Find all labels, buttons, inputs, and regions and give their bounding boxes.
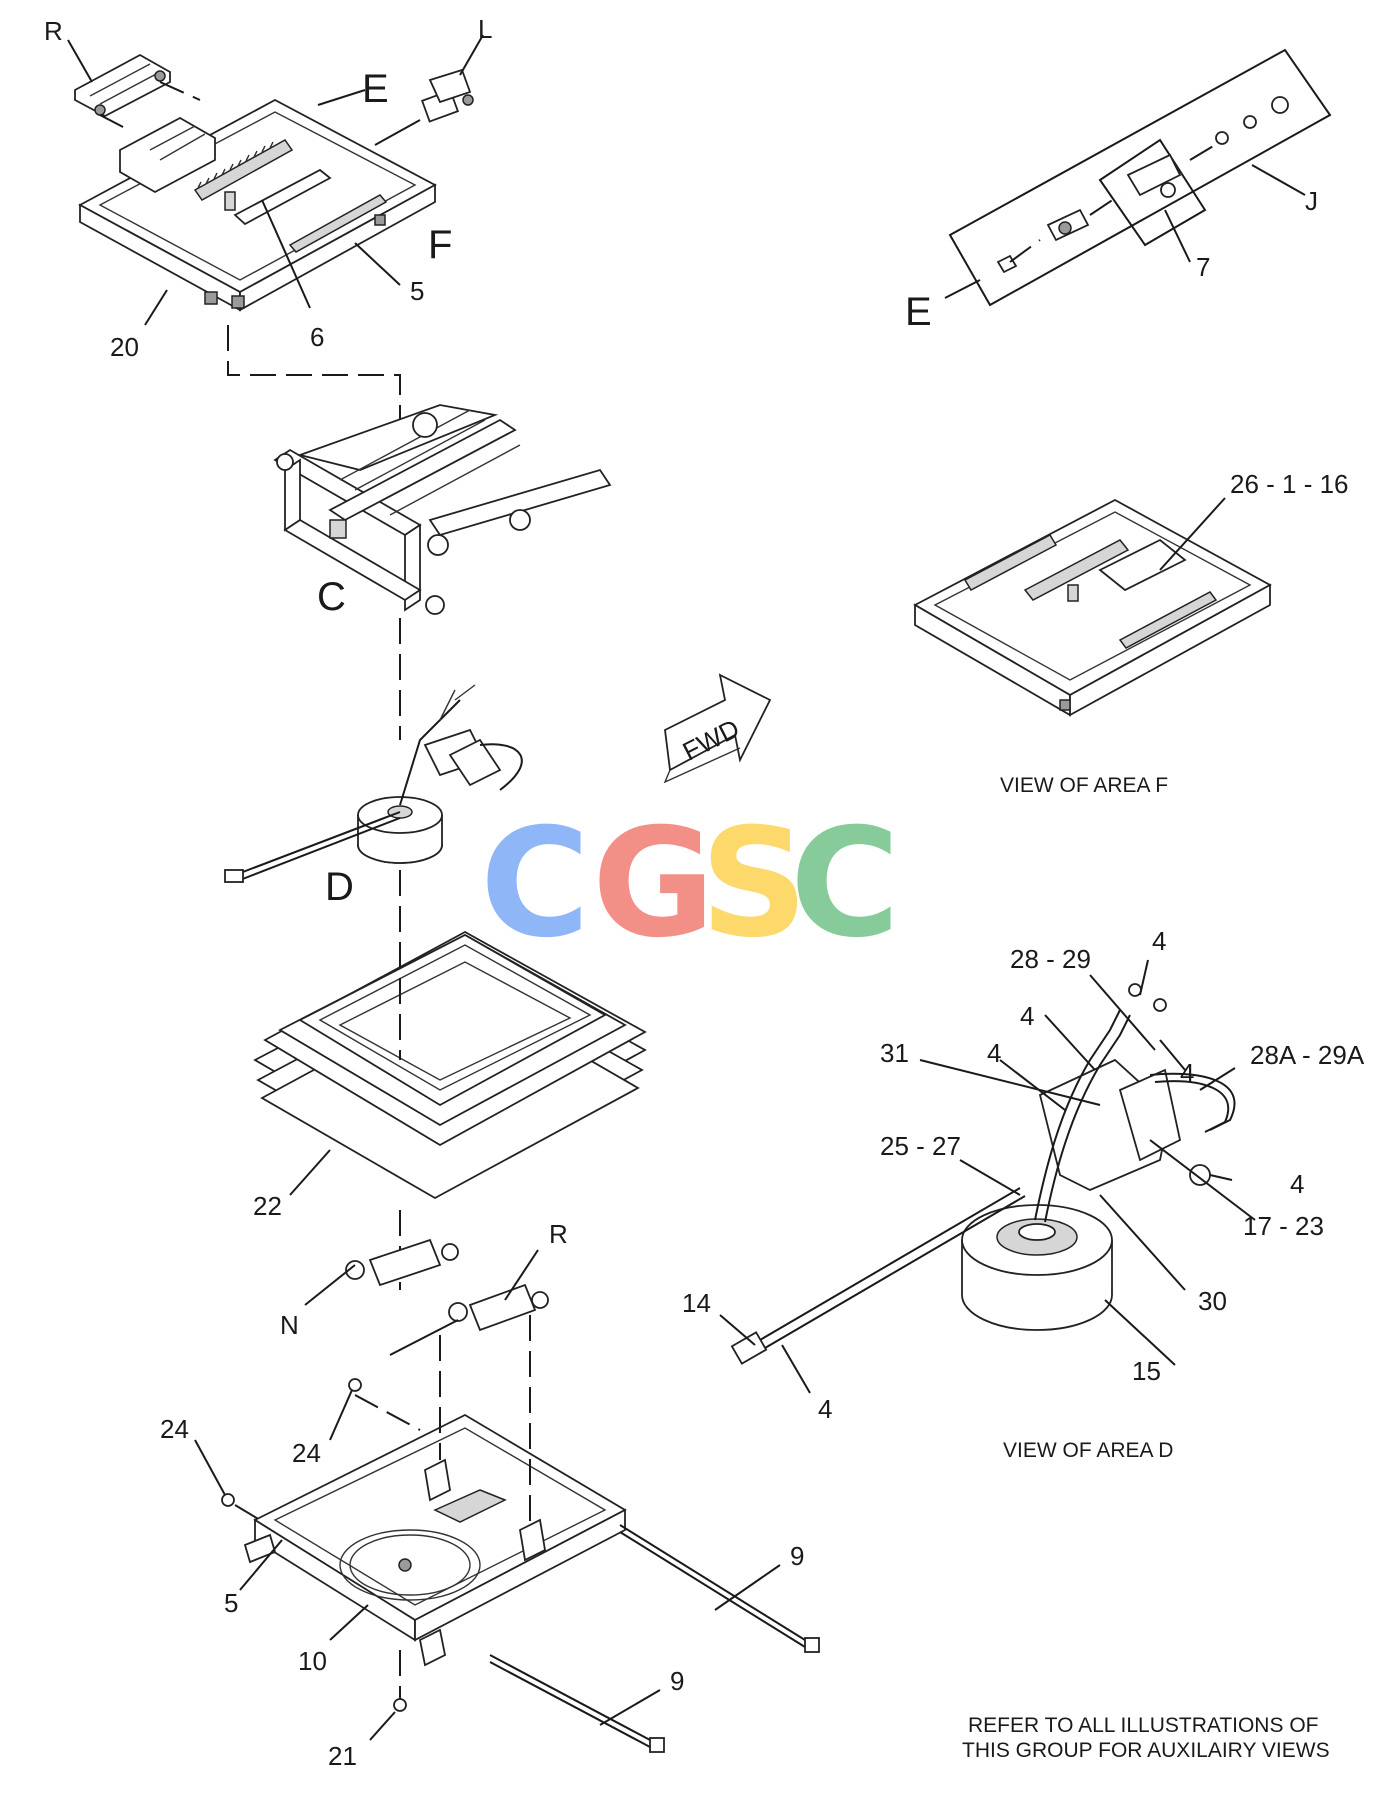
callout-22: 22 (253, 1191, 282, 1221)
base-plate (243, 1413, 627, 1667)
bellows-boot (253, 930, 647, 1200)
fwd-arrow: FWD (663, 673, 772, 784)
callout-6: 6 (310, 322, 324, 352)
callout-4-b: 4 (1020, 1001, 1034, 1031)
nut-24-b (221, 1493, 235, 1507)
nut-24-a (348, 1378, 362, 1392)
bolt-21 (393, 1698, 407, 1712)
callout-j: J (1305, 186, 1318, 216)
callout-4-c: 4 (1180, 1058, 1194, 1088)
callout-9-a: 9 (790, 1541, 804, 1571)
scissor-mechanism (273, 404, 612, 615)
callout-r-mid: R (549, 1219, 568, 1249)
view-area-d (730, 983, 1236, 1365)
callout-4-a: 4 (1152, 926, 1166, 956)
note-line-2: THIS GROUP FOR AUXILAIRY VIEWS (962, 1739, 1330, 1762)
callout-r-top: R (44, 16, 63, 46)
upper-seat-plate (78, 98, 437, 312)
callout-28a-29a: 28A - 29A (1250, 1040, 1365, 1070)
callout-l: L (478, 14, 492, 44)
callout-25-27: 25 - 27 (880, 1131, 961, 1161)
callout-31: 31 (880, 1038, 909, 1068)
area-letter-e-top: E (362, 67, 389, 111)
callout-26-1-16: 26 - 1 - 16 (1230, 469, 1349, 499)
area-letter-e-detail: E (905, 290, 932, 334)
callout-4-f: 4 (818, 1394, 832, 1424)
callout-30: 30 (1198, 1286, 1227, 1316)
callout-5-bottom: 5 (224, 1588, 238, 1618)
callout-4-e: 4 (1290, 1169, 1304, 1199)
watermark-letter-s: S (700, 797, 808, 971)
callout-4-d: 4 (987, 1038, 1001, 1068)
caption-view-area-d: VIEW OF AREA D (1003, 1439, 1173, 1462)
shock-absorbers (345, 1238, 549, 1356)
view-area-f (913, 498, 1272, 717)
note-line-1: REFER TO ALL ILLUSTRATIONS OF (968, 1714, 1318, 1737)
callout-15: 15 (1132, 1356, 1161, 1386)
callout-14: 14 (682, 1288, 711, 1318)
callout-24-b: 24 (292, 1438, 321, 1468)
rods (489, 1524, 820, 1753)
latch-l (420, 68, 474, 123)
callout-10: 10 (298, 1646, 327, 1676)
callout-17-23: 17 - 23 (1243, 1211, 1324, 1241)
callout-n: N (280, 1310, 299, 1340)
area-letter-d: D (325, 865, 354, 909)
watermark-letter-c2: C (790, 797, 900, 971)
callout-5-top: 5 (410, 276, 424, 306)
area-letter-f: F (428, 223, 452, 267)
callout-24-a: 24 (160, 1414, 189, 1444)
callout-9-b: 9 (670, 1666, 684, 1696)
watermark-logo: C G S C (480, 797, 900, 971)
callout-20: 20 (110, 332, 139, 362)
callout-28-29: 28 - 29 (1010, 944, 1091, 974)
bracket-r-top (74, 53, 201, 129)
watermark-letter-c1: C (480, 797, 590, 971)
air-spring-assembly (224, 684, 523, 883)
area-letter-c: C (317, 575, 346, 619)
caption-view-area-f: VIEW OF AREA F (1000, 774, 1168, 797)
callout-21: 21 (328, 1741, 357, 1771)
callout-7: 7 (1196, 252, 1210, 282)
watermark-letter-g: G (592, 797, 715, 971)
